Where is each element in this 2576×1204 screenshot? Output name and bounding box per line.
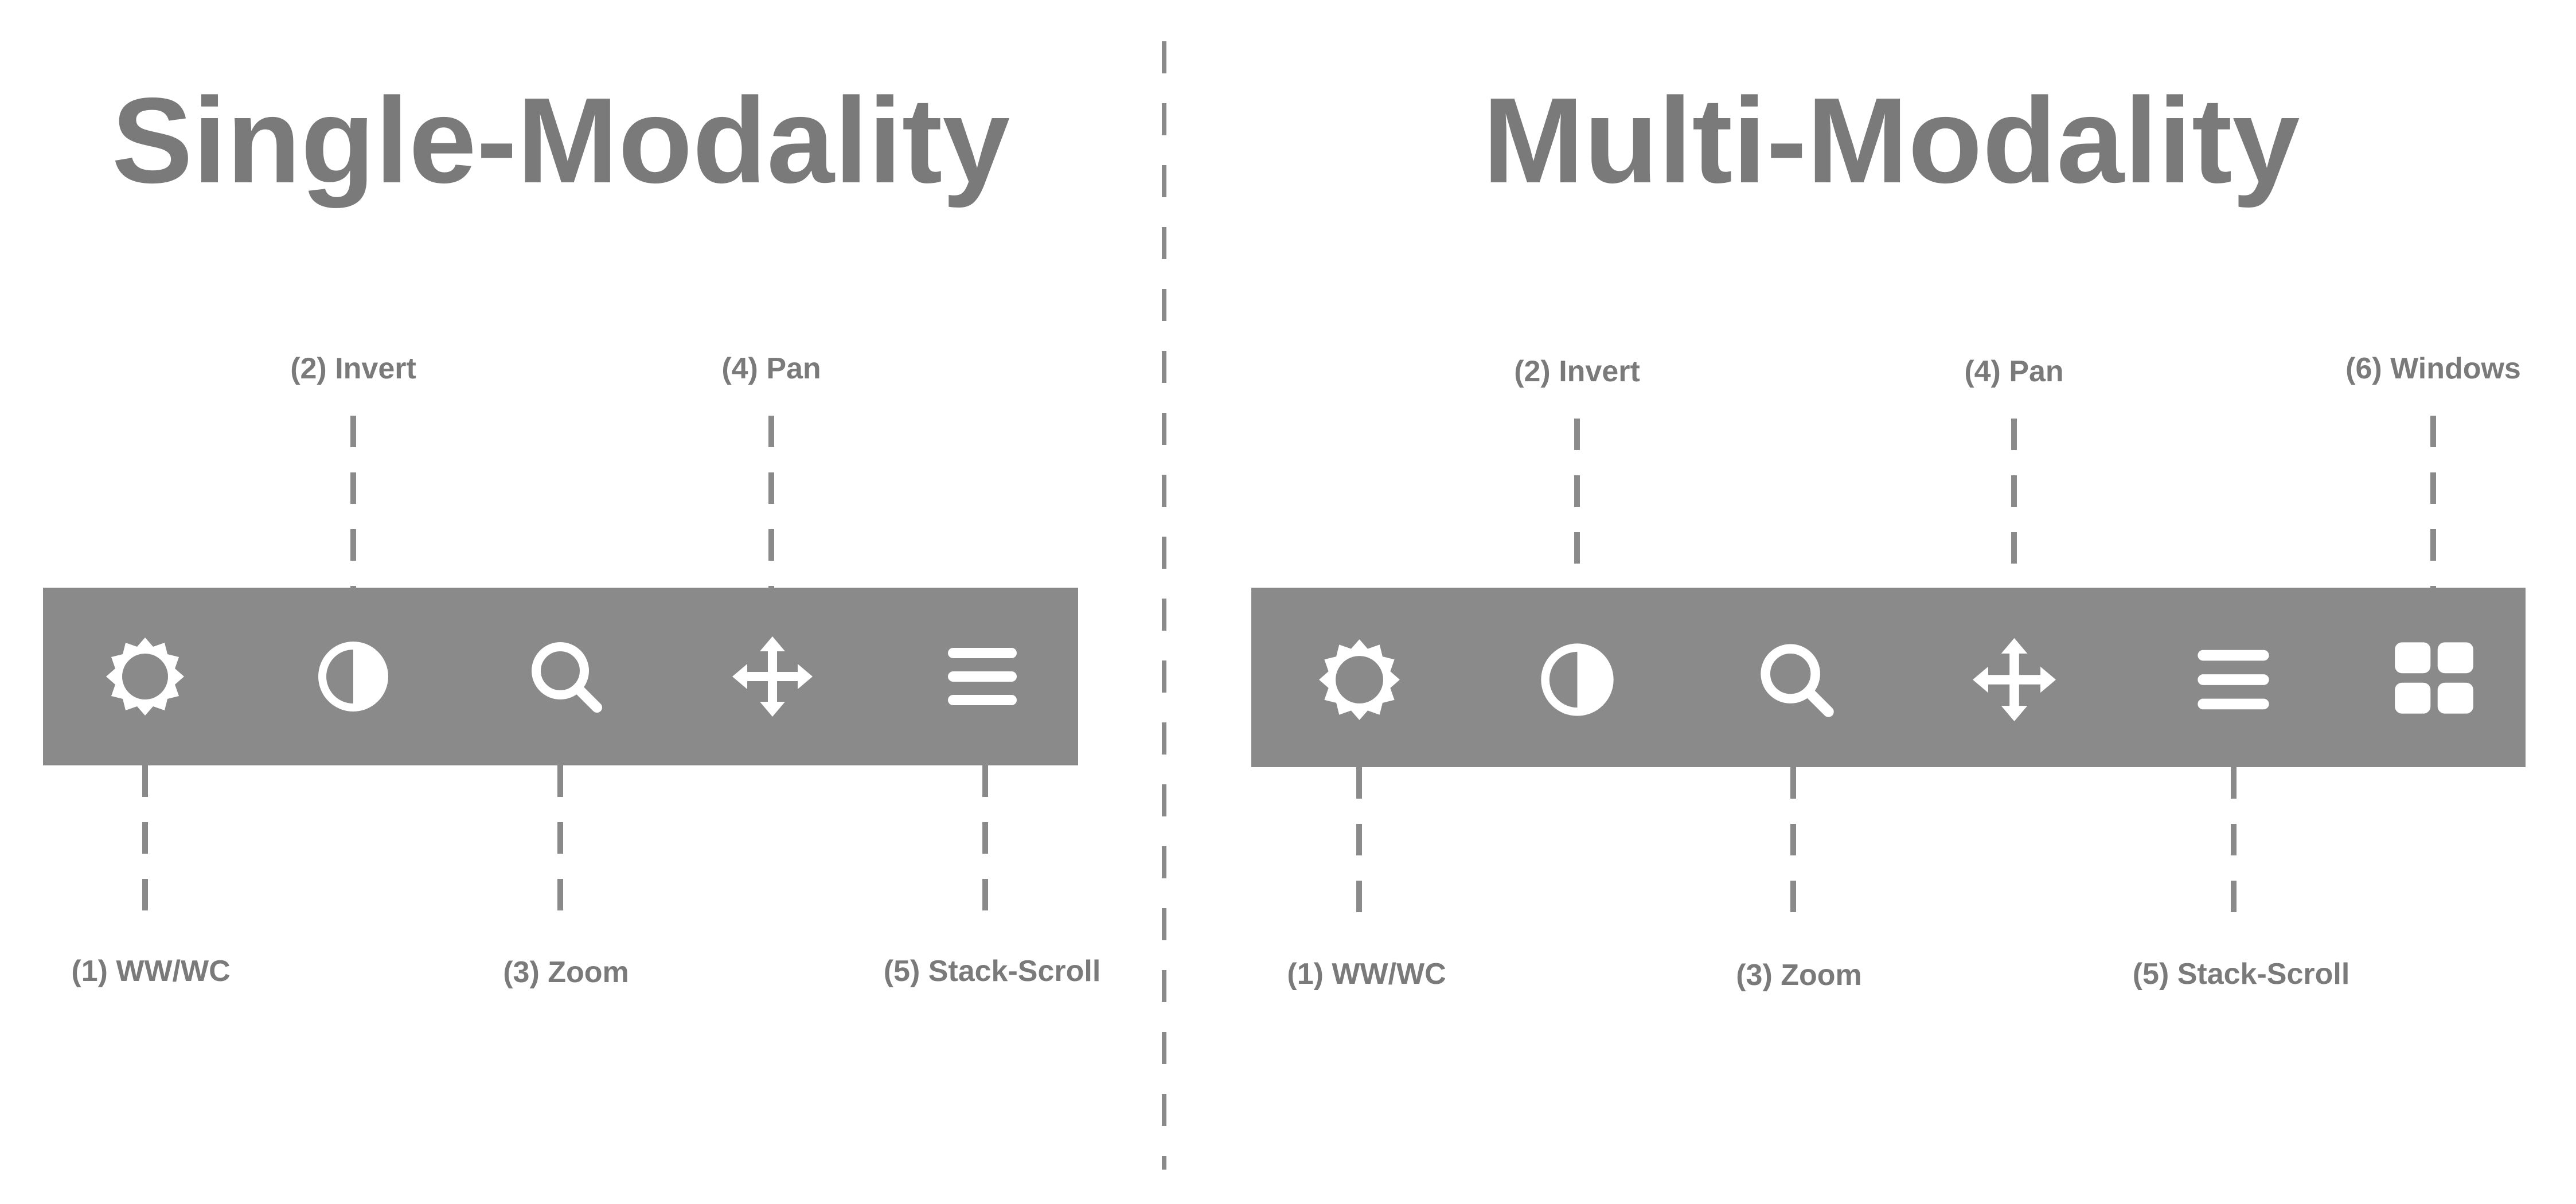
single-modality-title: Single-Modality [112,72,1010,208]
multi-modality-title: Multi-Modality [1483,72,2300,208]
label-windows: (6) Windows [2345,352,2521,385]
multi-modality-toolbar [1251,588,2526,767]
label-invert: (2) Invert [290,352,416,385]
label-ww-wc: (1) WW/WC [71,955,230,988]
label-zoom: (3) Zoom [503,956,629,989]
stack-bars-icon[interactable] [2198,650,2269,710]
single-modality-toolbar [43,588,1078,765]
label-invert: (2) Invert [1514,355,1640,388]
label-stack-scroll: (5) Stack-Scroll [2133,957,2350,991]
label-stack-scroll: (5) Stack-Scroll [884,955,1101,988]
label-ww-wc: (1) WW/WC [1287,957,1446,991]
multi-modality-panel: Multi-Modality (1) WW/WC (2) Invert (3) … [1251,72,2526,992]
label-pan: (4) Pan [721,352,821,385]
stack-bars-icon[interactable] [948,648,1017,705]
label-pan: (4) Pan [1964,355,2063,388]
label-zoom: (3) Zoom [1736,959,1862,992]
single-modality-panel: Single-Modality (1) WW/WC (2) Invert (3)… [43,72,1100,989]
